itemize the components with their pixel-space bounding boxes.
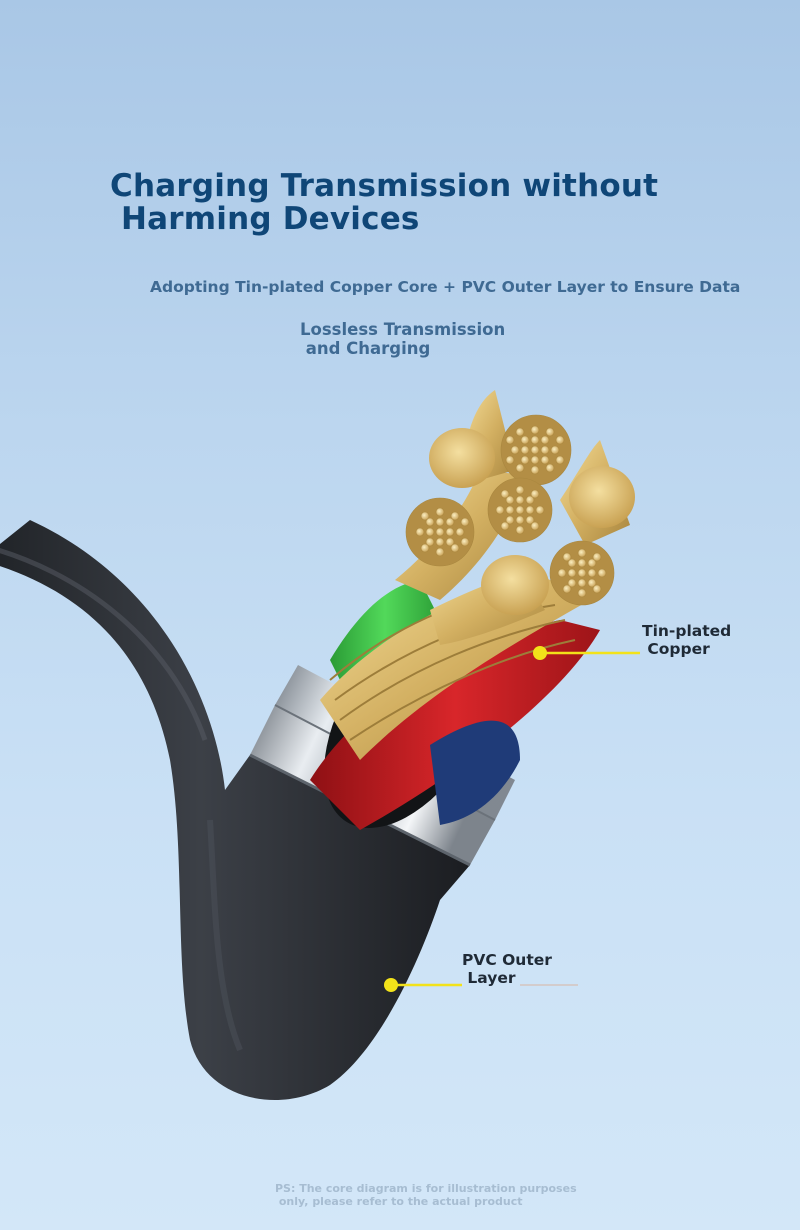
footnote: PS: The core diagram is for illustration… <box>275 1182 577 1208</box>
callout-label-pvc: PVC Outer Layer <box>462 951 552 987</box>
subheading-line-1: Adopting Tin-plated Copper Core + PVC Ou… <box>150 278 741 296</box>
callout-label-copper: Tin-plated Copper <box>642 622 732 658</box>
callout-dot-pvc <box>384 978 398 992</box>
callout-dot-copper <box>533 646 547 660</box>
subheading-line-2: Lossless Transmission and Charging <box>300 320 506 358</box>
headline: Charging Transmission without Harming De… <box>110 168 659 237</box>
